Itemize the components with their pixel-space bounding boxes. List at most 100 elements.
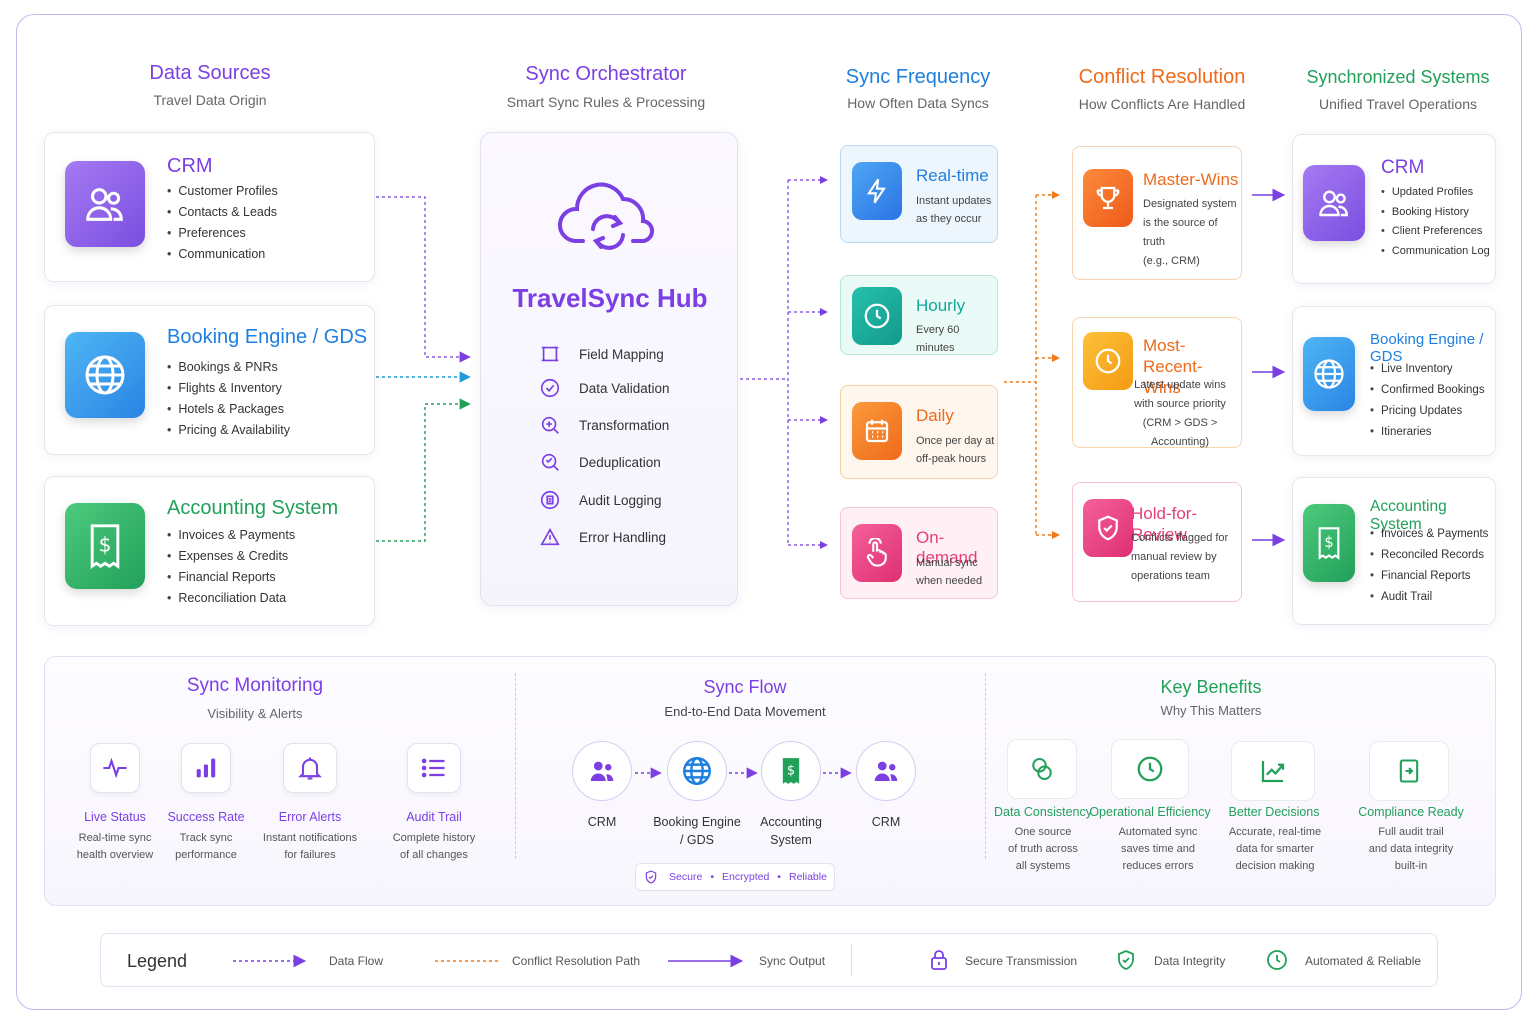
legend-conflict-line xyxy=(435,960,499,962)
globe-icon xyxy=(1303,337,1355,411)
conflict-title: Conflict Resolution xyxy=(1078,66,1246,88)
sources-subtitle: Travel Data Origin xyxy=(153,92,267,108)
legend-divider xyxy=(851,944,852,976)
outer-frame xyxy=(16,14,1522,1010)
clock-icon xyxy=(1111,739,1189,799)
people-icon xyxy=(590,761,614,781)
people-icon xyxy=(1303,165,1365,241)
source-crm-title: CRM xyxy=(167,155,213,177)
bottom-panel: Sync Monitoring Visibility & Alerts Live… xyxy=(44,656,1496,906)
hand-pointer-icon xyxy=(852,524,902,582)
clock-icon xyxy=(852,287,902,345)
legend-sync-output-line xyxy=(668,954,744,968)
calendar-icon xyxy=(852,402,902,460)
flow-line-acct-hub xyxy=(376,398,471,542)
field-mapping-icon xyxy=(541,346,559,362)
warning-icon xyxy=(540,527,560,546)
source-accounting-title: Accounting System xyxy=(167,497,339,519)
lock-icon xyxy=(931,950,947,970)
check-circle-icon xyxy=(540,378,560,398)
source-card-crm[interactable]: CRM Customer ProfilesContacts & LeadsPre… xyxy=(44,132,375,282)
source-accounting-list: Invoices & PaymentsExpenses & CreditsFin… xyxy=(167,525,295,609)
pulse-icon[interactable] xyxy=(90,743,140,793)
people-icon xyxy=(65,161,145,247)
legend-data-flow-line xyxy=(233,954,307,968)
benefits-title: Key Benefits xyxy=(1160,677,1262,697)
hub-item-audit-logging: Audit Logging xyxy=(539,489,662,511)
people-icon xyxy=(874,761,898,781)
dedup-icon xyxy=(541,453,559,471)
frequency-title: Sync Frequency xyxy=(845,66,991,88)
sync-loop-icon xyxy=(1007,739,1077,799)
hub-item-transformation: Transformation xyxy=(539,414,669,436)
flow-arrows xyxy=(635,767,852,779)
divider xyxy=(515,673,516,859)
security-badge: Secure•Encrypted•Reliable xyxy=(635,863,835,891)
trophy-icon xyxy=(1083,169,1133,227)
source-gds-title: Booking Engine / GDS xyxy=(167,326,368,348)
synced-accounting-list: Invoices & PaymentsReconciled RecordsFin… xyxy=(1370,524,1488,608)
shield-icon xyxy=(645,870,657,884)
conflict-subtitle: How Conflicts Are Handled xyxy=(1078,96,1246,112)
svg-text:$: $ xyxy=(787,764,795,779)
frequency-subtitle: How Often Data Syncs xyxy=(847,95,989,111)
flow-node-gds[interactable] xyxy=(667,741,727,801)
freq-card-hourly[interactable]: Hourly Every 60 minutes xyxy=(840,275,998,355)
conflict-path-lines xyxy=(1004,194,1056,536)
trend-chart-icon xyxy=(1231,741,1315,801)
synced-card-accounting[interactable]: $ Accounting System Invoices & PaymentsR… xyxy=(1292,477,1496,625)
shield-check-icon xyxy=(1118,950,1134,970)
flow-node-crm-2[interactable] xyxy=(856,741,916,801)
freq-card-ondemand[interactable]: On-demand Manual sync when needed xyxy=(840,507,998,599)
sources-title: Data Sources xyxy=(149,62,271,84)
orchestrator-subtitle: Smart Sync Rules & Processing xyxy=(506,94,706,110)
cloud-sync-icon xyxy=(557,175,661,264)
synced-title: Synchronized Systems xyxy=(1306,67,1490,87)
benefits-subtitle: Why This Matters xyxy=(1160,703,1262,718)
freq-card-daily[interactable]: Daily Once per day at off-peak hours xyxy=(840,385,998,479)
synced-subtitle: Unified Travel Operations xyxy=(1319,96,1477,112)
orchestrator-title: Sync Orchestrator xyxy=(525,63,687,85)
source-card-gds[interactable]: Booking Engine / GDS Bookings & PNRsFlig… xyxy=(44,305,375,455)
hub-item-field-mapping: Field Mapping xyxy=(539,343,664,365)
legend-title: Legend xyxy=(127,951,188,971)
lightning-icon xyxy=(852,162,902,220)
flow-line-crm-hub xyxy=(376,196,471,363)
list-icon[interactable] xyxy=(407,743,461,793)
legend: Legend Data Flow Conflict Resolution Pat… xyxy=(100,933,1438,987)
shield-check-icon xyxy=(1083,499,1133,557)
audit-log-icon xyxy=(540,490,560,510)
hub-item-deduplication: Deduplication xyxy=(539,451,661,473)
synced-card-crm[interactable]: CRM Updated ProfilesBooking HistoryClien… xyxy=(1292,134,1496,284)
freq-card-realtime[interactable]: Real-time Instant updates as they occur xyxy=(840,145,998,243)
hub-item-data-validation: Data Validation xyxy=(539,377,670,399)
bar-chart-icon[interactable] xyxy=(181,743,231,793)
transform-icon xyxy=(541,416,559,434)
globe-icon xyxy=(65,332,145,418)
flow-node-crm[interactable] xyxy=(572,741,632,801)
receipt-icon: $ xyxy=(782,758,800,784)
receipt-icon: $ xyxy=(1303,504,1355,582)
synced-card-gds[interactable]: Booking Engine / GDS Live InventoryConfi… xyxy=(1292,306,1496,456)
svg-text:$: $ xyxy=(99,533,112,557)
compliance-doc-icon xyxy=(1369,741,1449,801)
clock-icon xyxy=(1083,332,1133,390)
globe-icon xyxy=(683,757,711,785)
hub-title: TravelSync Hub xyxy=(512,283,708,313)
flow-title: Sync Flow xyxy=(703,677,787,697)
monitoring-title: Sync Monitoring xyxy=(186,675,324,696)
source-card-accounting[interactable]: $ Accounting System Invoices & PaymentsE… xyxy=(44,476,375,626)
flow-node-accounting[interactable]: $ xyxy=(761,741,821,801)
synced-gds-list: Live InventoryConfirmed BookingsPricing … xyxy=(1370,359,1485,443)
clock-icon xyxy=(1267,950,1287,970)
flow-subtitle: End-to-End Data Movement xyxy=(664,704,826,719)
bell-icon[interactable] xyxy=(283,743,337,793)
monitoring-subtitle: Visibility & Alerts xyxy=(207,706,303,721)
flow-line-hub-freq xyxy=(740,179,824,546)
travelsync-hub[interactable]: TravelSync Hub Field Mapping Data Valida… xyxy=(480,132,738,606)
source-gds-list: Bookings & PNRsFlights & InventoryHotels… xyxy=(167,357,290,441)
